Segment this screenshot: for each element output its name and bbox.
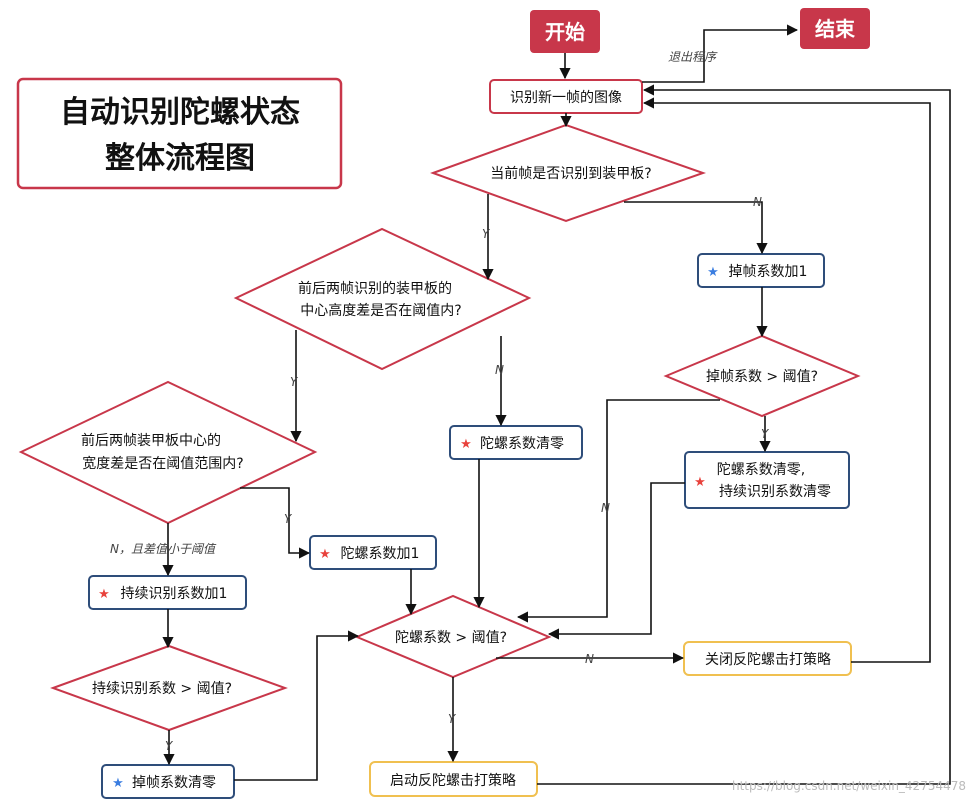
drop-plus-node: ★ 掉帧系数加1 xyxy=(697,253,825,288)
keep-decision-label: 持续识别系数 > 阈值? xyxy=(92,680,232,697)
gyro-clear-label: 陀螺系数清零 xyxy=(480,436,564,452)
end-terminal: 结束 xyxy=(800,8,870,49)
keep-plus-label: 持续识别系数加1 xyxy=(121,585,228,602)
gyro-plus-node: ★ 陀螺系数加1 xyxy=(309,535,437,570)
drop-decision-label: 掉帧系数 > 阈值? xyxy=(706,369,818,385)
width-decision: 前后两帧装甲板中心的 宽度差是否在阈值范围内? xyxy=(18,380,318,525)
recognize-label: 识别新一帧的图像 xyxy=(510,90,622,106)
drop-decision: 掉帧系数 > 阈值? xyxy=(663,334,861,418)
height-decision-label-1: 前后两帧识别的装甲板的 xyxy=(298,280,452,297)
armor-decision: 当前帧是否识别到装甲板? xyxy=(430,123,707,223)
start-strategy-label: 启动反陀螺击打策略 xyxy=(390,772,516,789)
close-strategy-node: 关闭反陀螺击打策略 xyxy=(683,641,852,676)
gyro-keep-clear-label-1: 陀螺系数清零, xyxy=(717,462,805,478)
height-decision: 前后两帧识别的装甲板的 中心高度差是否在阈值内? xyxy=(233,227,532,371)
start-terminal: 开始 xyxy=(530,10,600,53)
gyroq-y-label: Y xyxy=(448,712,457,726)
edge-dropclear-gyroq xyxy=(234,630,360,781)
drop-clear-label: 掉帧系数清零 xyxy=(132,775,216,791)
width-decision-label-1: 前后两帧装甲板中心的 xyxy=(81,432,221,449)
edge-width-y xyxy=(240,487,311,559)
gyro-decision-label: 陀螺系数 > 阈值? xyxy=(395,630,507,646)
height-decision-label-2: 中心高度差是否在阈值内? xyxy=(300,302,461,319)
red-star-icon: ★ xyxy=(319,547,331,562)
gyroq-n-label: N xyxy=(585,652,594,666)
armor-y-label: Y xyxy=(482,227,491,241)
edge-labels: 退出程序 N Y N Y Y N Y N，且差值小于阈值 N Y Y xyxy=(110,50,770,753)
title-box: 自动识别陀螺状态 整体流程图 xyxy=(16,77,343,190)
red-star-icon: ★ xyxy=(98,587,110,602)
gyro-keep-clear-label-2: 持续识别系数清零 xyxy=(719,483,831,500)
blue-star-icon: ★ xyxy=(707,265,719,280)
end-label: 结束 xyxy=(815,17,856,41)
red-star-icon: ★ xyxy=(460,437,472,452)
title-line-1: 自动识别陀螺状态 xyxy=(60,95,300,130)
keepq-y-label: Y xyxy=(165,739,174,753)
dropq-y-label: Y xyxy=(761,427,770,441)
exit-label: 退出程序 xyxy=(668,50,718,64)
edge-exit xyxy=(642,24,799,83)
recognize-node: 识别新一帧的图像 xyxy=(489,79,643,114)
edges xyxy=(162,24,951,785)
edge-start-loop xyxy=(537,84,951,785)
dropq-n-label: N xyxy=(601,501,610,515)
edge-dropq-n xyxy=(516,399,720,623)
start-label: 开始 xyxy=(545,20,585,44)
keep-plus-node: ★ 持续识别系数加1 xyxy=(88,575,247,610)
start-strategy-node: 启动反陀螺击打策略 xyxy=(369,761,538,797)
height-n-label: N xyxy=(495,363,504,377)
edge-gyrokeepclear-gyroq xyxy=(547,482,685,640)
blue-star-icon: ★ xyxy=(112,776,124,791)
edge-armor-n xyxy=(624,201,768,255)
height-y-label: Y xyxy=(290,375,299,389)
keep-decision: 持续识别系数 > 阈值? xyxy=(50,644,288,732)
watermark: https://blog.csdn.net/weixin_42754478 xyxy=(732,779,966,793)
title-line-2: 整体流程图 xyxy=(105,141,255,176)
gyro-plus-label: 陀螺系数加1 xyxy=(341,546,420,562)
gyro-keep-clear-node: ★ 陀螺系数清零, 持续识别系数清零 xyxy=(684,451,850,509)
close-strategy-label: 关闭反陀螺击打策略 xyxy=(705,651,831,668)
gyro-clear-node: ★ 陀螺系数清零 xyxy=(449,425,583,460)
armor-n-label: N xyxy=(753,195,762,209)
edge-close-loop xyxy=(642,97,931,663)
width-decision-label-2: 宽度差是否在阈值范围内? xyxy=(82,455,243,472)
drop-plus-label: 掉帧系数加1 xyxy=(729,264,808,280)
width-n-label: N，且差值小于阈值 xyxy=(110,542,217,556)
gyro-decision: 陀螺系数 > 阈值? xyxy=(354,594,552,679)
red-star-icon: ★ xyxy=(694,475,706,490)
armor-decision-label: 当前帧是否识别到装甲板? xyxy=(490,165,651,182)
drop-clear-node: ★ 掉帧系数清零 xyxy=(101,764,235,799)
width-y-label: Y xyxy=(284,512,293,526)
